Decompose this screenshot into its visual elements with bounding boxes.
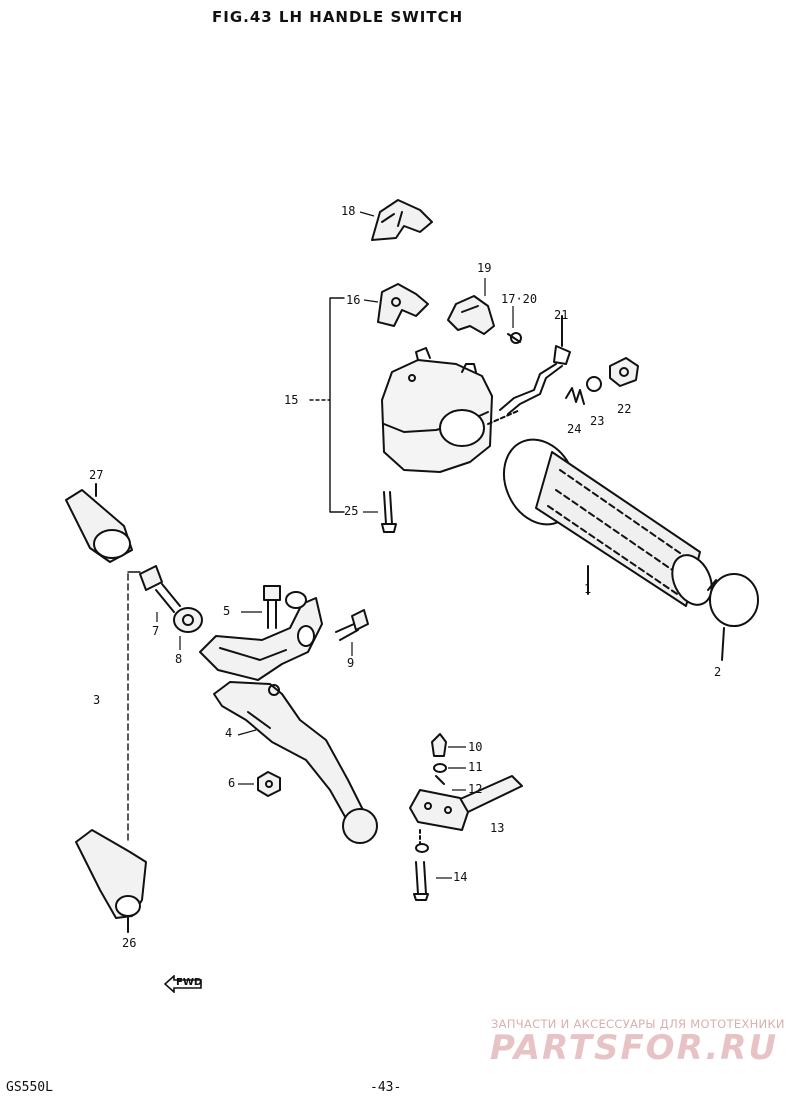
part-23-ball xyxy=(586,376,602,392)
part-label-6: 6 xyxy=(228,776,236,790)
leader-lines xyxy=(95,211,514,879)
part-14-screw xyxy=(413,829,429,901)
part-label-3: 3 xyxy=(93,693,101,707)
part-label-2: 2 xyxy=(714,665,722,679)
part-label-22: 22 xyxy=(617,402,632,416)
part-5-bolt xyxy=(263,585,281,629)
part-8-nut xyxy=(173,607,203,633)
part-label-21: 21 xyxy=(554,308,569,322)
part-label-17-20: 17·20 xyxy=(501,292,538,306)
figure-title: FIG.43 LH HANDLE SWITCH xyxy=(212,8,464,26)
part-9-screw xyxy=(335,609,369,641)
part-label-23: 23 xyxy=(590,414,605,428)
part-17-20-screw xyxy=(507,332,522,344)
footer-page-number: -43- xyxy=(370,1080,402,1095)
part-label-13: 13 xyxy=(490,821,505,835)
part-10-cap xyxy=(431,733,447,757)
part-1-grip xyxy=(503,438,713,607)
part-25-screw xyxy=(381,491,397,533)
fwd-arrow-icon: FWD xyxy=(163,974,203,994)
fwd-label: FWD xyxy=(176,977,203,988)
part-label-9: 9 xyxy=(347,656,355,670)
part-label-10: 10 xyxy=(468,740,483,754)
part-24-spring xyxy=(565,387,585,405)
part-label-27: 27 xyxy=(89,468,104,482)
footer-model: GS550L xyxy=(6,1080,53,1095)
part-21-lever xyxy=(499,315,571,415)
part-label-16: 16 xyxy=(346,293,361,307)
part-2-end-cap xyxy=(707,573,759,661)
part-16-cover xyxy=(377,283,429,327)
part-label-14: 14 xyxy=(453,870,468,884)
part-label-4: 4 xyxy=(225,726,233,740)
watermark-tagline: ЗАПЧАСТИ И АКСЕССУАРЫ ДЛЯ МОТОТЕХНИКИ xyxy=(491,1017,785,1031)
part-label-25: 25 xyxy=(344,504,359,518)
part-4-clutch-lever xyxy=(213,681,378,844)
part-26-lever-boot xyxy=(75,829,147,933)
watermark-brand-logo: PARTSFOR.RU xyxy=(490,1028,779,1068)
part-label-26: 26 xyxy=(122,936,137,950)
part-15-switch-housing xyxy=(381,347,521,473)
part-27-boot xyxy=(65,483,133,563)
part-label-5: 5 xyxy=(223,604,231,618)
leader-3 xyxy=(127,571,141,841)
part-label-8: 8 xyxy=(175,652,183,666)
part-label-1: 1 xyxy=(584,582,592,596)
part-19-switch-knob xyxy=(447,295,495,335)
part-7-bolt xyxy=(139,565,181,613)
part-11-washer xyxy=(433,763,447,785)
part-13-switch-plate xyxy=(409,789,469,831)
part-6-nut xyxy=(257,771,281,797)
part-label-7: 7 xyxy=(152,624,160,638)
part-22-knob xyxy=(609,357,639,387)
lever-holder xyxy=(199,591,323,681)
part-label-12: 12 xyxy=(468,782,483,796)
part-label-24: 24 xyxy=(567,422,582,436)
part-label-11: 11 xyxy=(468,760,483,774)
part-12-wire xyxy=(457,775,523,813)
part-18-cover xyxy=(371,199,433,241)
part-label-18: 18 xyxy=(341,204,356,218)
part-label-15: 15 xyxy=(284,393,299,407)
part-label-19: 19 xyxy=(477,261,492,275)
bracket-15 xyxy=(309,297,345,513)
